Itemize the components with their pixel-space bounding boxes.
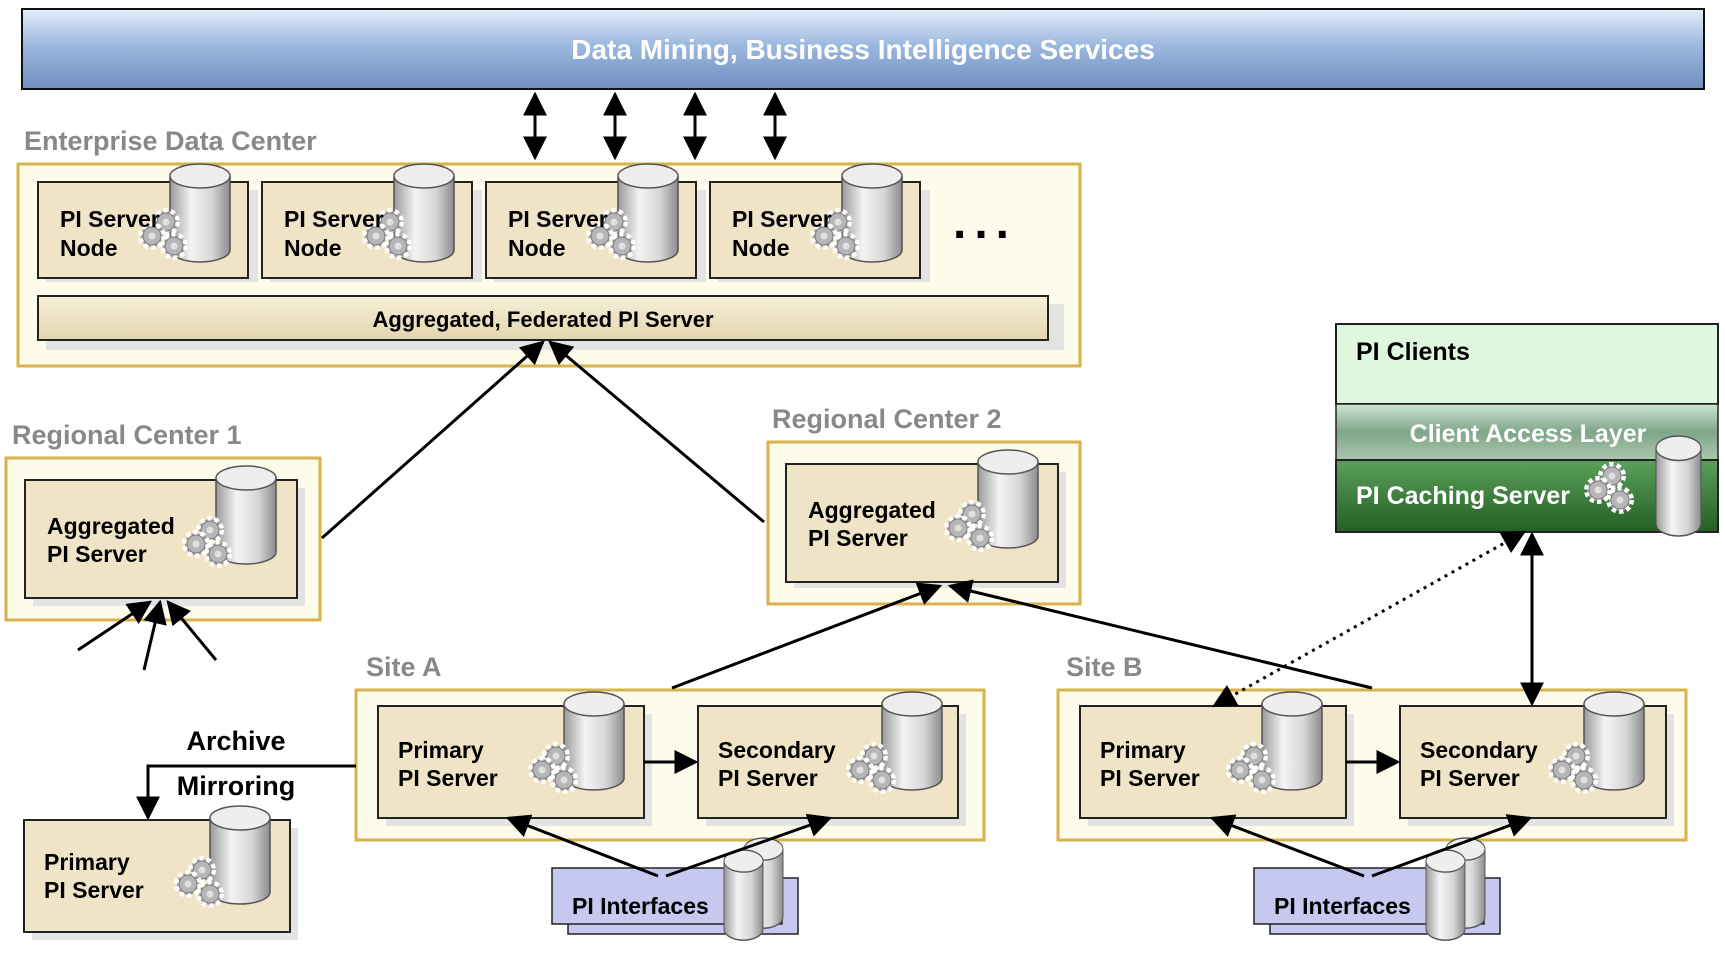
node-label-line2: Node [284, 235, 342, 261]
site-b-title: Site B [1066, 652, 1143, 682]
site-a-primary-server: Primary PI Server [377, 691, 652, 826]
node-label-line1: PI Server [284, 206, 384, 232]
bi-services-banner: Data Mining, Business Intelligence Servi… [21, 8, 1705, 90]
node-label-line1: PI Server [508, 206, 608, 232]
site-b-primary-server: Primary PI Server [1079, 691, 1354, 826]
regional2-title: Regional Center 2 [772, 404, 1002, 434]
site-a-primary-line2: PI Server [398, 765, 498, 791]
regional1-line1: Aggregated [47, 513, 175, 539]
site-b-primary-line2: PI Server [1100, 765, 1200, 791]
pi-server-node: PI Server Node [485, 163, 706, 282]
node-label-line1: PI Server [732, 206, 832, 232]
client-access-layer: Client Access Layer [1410, 420, 1647, 448]
site-a-title: Site A [366, 652, 442, 682]
regional2-line1: Aggregated [808, 497, 936, 523]
site-b-interfaces-label: PI Interfaces [1274, 893, 1411, 919]
mirroring-label-line2: Mirroring [177, 771, 296, 801]
enterprise-title: Enterprise Data Center [24, 126, 317, 156]
mirror-primary-line2: PI Server [44, 877, 144, 903]
banner-connectors [523, 91, 787, 161]
site-a-secondary-server: Secondary PI Server [697, 691, 966, 826]
site-a-interfaces-label: PI Interfaces [572, 893, 709, 919]
pi-server-node: PI Server Node [261, 163, 482, 282]
archive-mirroring: Archive Mirroring Primary PI Server [23, 726, 356, 940]
connector-arrow [166, 600, 218, 661]
regional-center-2: Regional Center 2 Aggregated PI Server [766, 404, 1082, 606]
regional1-title: Regional Center 1 [12, 420, 242, 450]
connector-arrow [548, 340, 765, 524]
regional2-line2: PI Server [808, 525, 908, 551]
connector-arrow [1371, 814, 1533, 878]
connector-arrow [947, 579, 1373, 690]
node-label-line1: PI Server [60, 206, 160, 232]
connector-arrow [1209, 814, 1365, 878]
connector-arrow [321, 340, 545, 540]
site-b-secondary-line1: Secondary [1420, 737, 1538, 763]
site-a: Site A Primary PI Server Secondary PI Se… [354, 652, 986, 941]
site-a-secondary-line2: PI Server [718, 765, 818, 791]
site-b-interfaces: PI Interfaces [1253, 837, 1501, 941]
regional-center-1: Regional Center 1 Aggregated PI Server [4, 420, 322, 622]
connector-arrow [671, 582, 943, 690]
connector-arrow [505, 814, 659, 878]
connector-arrow [665, 813, 833, 878]
enterprise-data-center: Enterprise Data Center PI Server Node PI… [16, 126, 1082, 368]
regional1-line2: PI Server [47, 541, 147, 567]
pi-clients: PI Clients Client Access Layer PI Cachin… [1335, 323, 1719, 537]
federated-label: Aggregated, Federated PI Server [372, 307, 714, 332]
federation-arrows [321, 340, 765, 540]
pi-server-node: PI Server Node [37, 163, 258, 282]
site-b-secondary-server: Secondary PI Server [1399, 691, 1674, 826]
site-a-primary-line1: Primary [398, 737, 484, 763]
node-label-line2: Node [60, 235, 118, 261]
caching-server-label: PI Caching Server [1356, 482, 1570, 510]
more-nodes-ellipsis: ... [953, 196, 1017, 249]
mirror-primary-line1: Primary [44, 849, 130, 875]
site-b-primary-line1: Primary [1100, 737, 1186, 763]
pi-server-node: PI Server Node [709, 163, 930, 282]
mirroring-connector [136, 764, 356, 821]
site-a-secondary-line1: Secondary [718, 737, 836, 763]
banner-title: Data Mining, Business Intelligence Servi… [571, 34, 1155, 65]
mirroring-label-line1: Archive [186, 726, 285, 756]
node-label-line2: Node [508, 235, 566, 261]
site-a-interfaces: PI Interfaces [551, 837, 799, 941]
regional1-inbound-arrows [77, 599, 218, 671]
node-label-line2: Node [732, 235, 790, 261]
connector-arrow [142, 599, 167, 671]
federated-server-bar: Aggregated, Federated PI Server [37, 295, 1064, 350]
site-b-secondary-line2: PI Server [1420, 765, 1520, 791]
caching-dotted-link [1211, 530, 1527, 708]
site-b: Site B Primary PI Server Secondary PI Se… [1056, 652, 1688, 941]
clients-title: PI Clients [1356, 338, 1470, 366]
connector-arrow [77, 600, 152, 652]
